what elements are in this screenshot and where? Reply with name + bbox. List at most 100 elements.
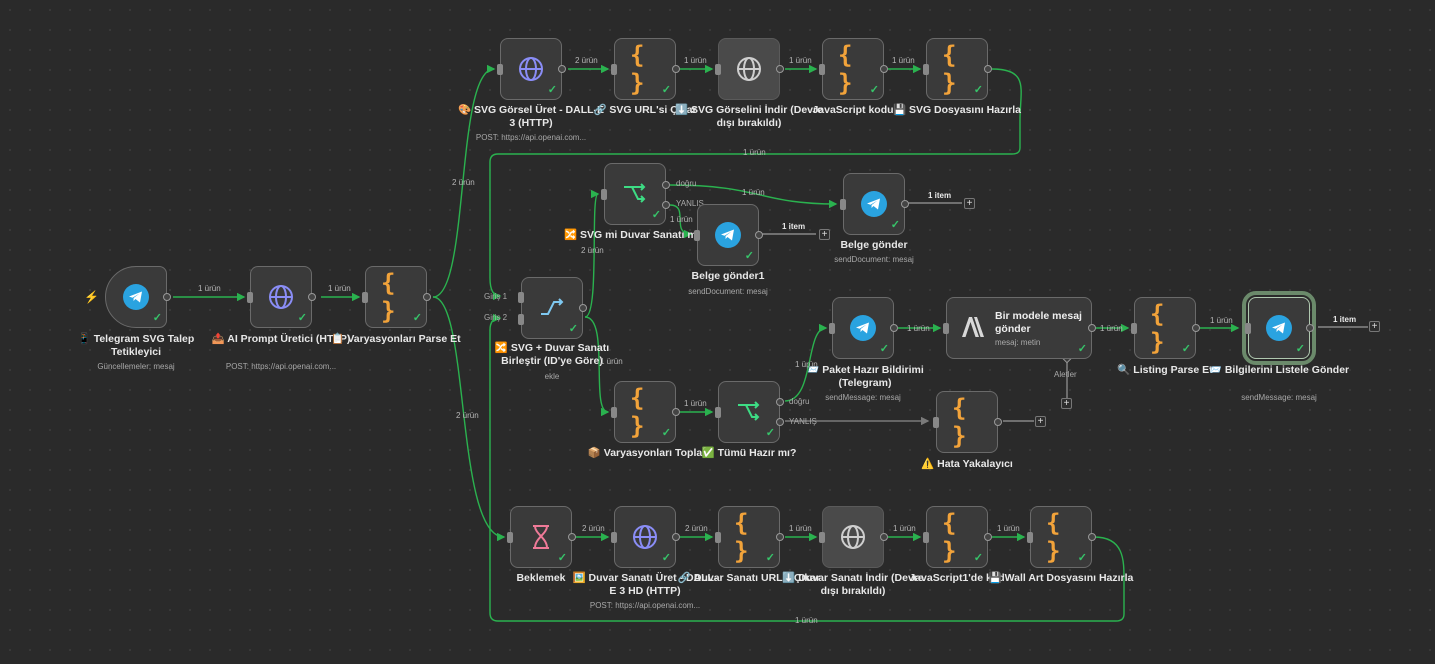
item-count: 1 ürün	[1100, 324, 1123, 333]
input-port-2[interactable]	[518, 314, 524, 325]
node-subtitle: sendDocument: mesaj	[834, 255, 914, 264]
output-port[interactable]	[1306, 324, 1314, 332]
merge-node[interactable]: ✓	[518, 277, 587, 339]
beklemek-node[interactable]: ✓	[507, 506, 576, 568]
output-port[interactable]	[568, 533, 576, 541]
input-port[interactable]	[829, 323, 835, 334]
add-tool-button[interactable]: +	[1061, 398, 1072, 409]
svg-gorsel-indir-node[interactable]	[715, 38, 784, 100]
anthropic-model-node[interactable]: Bir modele mesaj gönder mesaj: metin ✓	[943, 297, 1096, 359]
output-port-false[interactable]	[662, 201, 670, 209]
paket-hazir-node[interactable]: ✓	[829, 297, 898, 359]
svg-gorsel-uret-node[interactable]: ✓	[497, 38, 566, 100]
input-port[interactable]	[611, 407, 617, 418]
output-port[interactable]	[776, 65, 784, 73]
javascript1-node[interactable]: { } ✓	[923, 506, 992, 568]
node-label: 📋 Varyasyonları Parse Et	[331, 333, 461, 345]
input-port[interactable]	[715, 532, 721, 543]
varyasyon-topla-node[interactable]: { } ✓	[611, 381, 680, 443]
input-port[interactable]	[819, 64, 825, 75]
belge-gonder-node[interactable]: ✓	[840, 173, 909, 235]
lightning-icon: ⚡	[84, 290, 99, 304]
input-port[interactable]	[611, 64, 617, 75]
output-port[interactable]	[755, 231, 763, 239]
input-port[interactable]	[1027, 532, 1033, 543]
wall-art-node[interactable]: { } ✓	[1027, 506, 1096, 568]
node-label: 🎨 SVG Görsel Üret - DALL-E 3 (HTTP)	[457, 104, 605, 129]
success-check-icon: ✓	[547, 84, 557, 96]
output-port[interactable]	[984, 65, 992, 73]
input-port[interactable]	[507, 532, 513, 543]
output-port[interactable]	[1192, 324, 1200, 332]
input-port[interactable]	[247, 292, 253, 303]
output-port[interactable]	[984, 533, 992, 541]
duvar-indir-node[interactable]	[819, 506, 888, 568]
input-port[interactable]	[497, 64, 503, 75]
add-node-button[interactable]: +	[1369, 321, 1380, 332]
input-port[interactable]	[923, 532, 929, 543]
input-1-label: Giriş 1	[484, 292, 508, 301]
success-check-icon: ✓	[152, 312, 162, 324]
svg-mi-duvar-switch-node[interactable]: ✓	[601, 163, 670, 225]
globe-icon	[268, 284, 294, 310]
input-port[interactable]	[601, 189, 607, 200]
node-subtitle: POST: https://api.openai.com...	[225, 362, 337, 371]
output-port[interactable]	[672, 408, 680, 416]
output-port[interactable]	[579, 304, 587, 312]
output-port[interactable]	[672, 533, 680, 541]
telegram-icon	[1266, 315, 1292, 341]
input-port[interactable]	[840, 199, 846, 210]
output-port[interactable]	[672, 65, 680, 73]
svg-url-cikar-node[interactable]: { } ✓	[611, 38, 680, 100]
output-port[interactable]	[880, 533, 888, 541]
tumu-hazir-switch-node[interactable]: ✓	[715, 381, 784, 443]
telegram-trigger-node[interactable]: ✓	[105, 266, 171, 328]
input-port[interactable]	[715, 64, 721, 75]
output-port[interactable]	[163, 293, 171, 301]
output-port-true[interactable]	[776, 398, 784, 406]
output-port[interactable]	[423, 293, 431, 301]
duvar-sanati-uret-node[interactable]: ✓	[611, 506, 680, 568]
output-port[interactable]	[776, 533, 784, 541]
add-node-button[interactable]: +	[819, 229, 830, 240]
input-port-1[interactable]	[518, 292, 524, 303]
success-check-icon: ✓	[1077, 343, 1087, 355]
input-port[interactable]	[694, 230, 700, 241]
input-port[interactable]	[1131, 323, 1137, 334]
input-port[interactable]	[611, 532, 617, 543]
add-node-button[interactable]: +	[964, 198, 975, 209]
node-subtitle: Güncellemeler: mesaj	[97, 362, 175, 371]
output-port[interactable]	[308, 293, 316, 301]
bilgileri-listele-node[interactable]: ✓	[1242, 291, 1316, 365]
hata-yakalayici-node[interactable]: { }	[933, 391, 1002, 453]
input-port[interactable]	[362, 292, 368, 303]
output-port[interactable]	[1088, 324, 1096, 332]
input-port[interactable]	[715, 407, 721, 418]
output-port[interactable]	[880, 65, 888, 73]
output-port[interactable]	[890, 324, 898, 332]
input-port[interactable]	[923, 64, 929, 75]
output-port[interactable]	[994, 418, 1002, 426]
output-port[interactable]	[558, 65, 566, 73]
varyasyon-parse-node[interactable]: { } ✓	[362, 266, 431, 328]
node-subtitle: sendMessage: mesaj	[1241, 393, 1317, 402]
output-port[interactable]	[1088, 533, 1096, 541]
duvar-url-node[interactable]: { } ✓	[715, 506, 784, 568]
ai-prompt-node[interactable]: ✓	[247, 266, 316, 328]
javascript-kodu-node[interactable]: { } ✓	[819, 38, 888, 100]
input-port[interactable]	[943, 323, 949, 334]
output-port[interactable]	[901, 200, 909, 208]
input-port[interactable]	[1245, 323, 1251, 334]
output-port-true[interactable]	[662, 181, 670, 189]
svg-dosya-hazirla-node[interactable]: { } ✓	[923, 38, 992, 100]
input-port[interactable]	[819, 532, 825, 543]
output-port-false[interactable]	[776, 418, 784, 426]
item-count: 1 item	[1333, 315, 1357, 324]
add-node-button[interactable]: +	[1035, 416, 1046, 427]
item-count: 2 ürün	[575, 56, 598, 65]
input-port[interactable]	[933, 417, 939, 428]
success-check-icon: ✓	[869, 84, 879, 96]
belge-gonder1-node[interactable]: ✓	[694, 204, 763, 266]
listing-parse-node[interactable]: { } ✓	[1131, 297, 1200, 359]
